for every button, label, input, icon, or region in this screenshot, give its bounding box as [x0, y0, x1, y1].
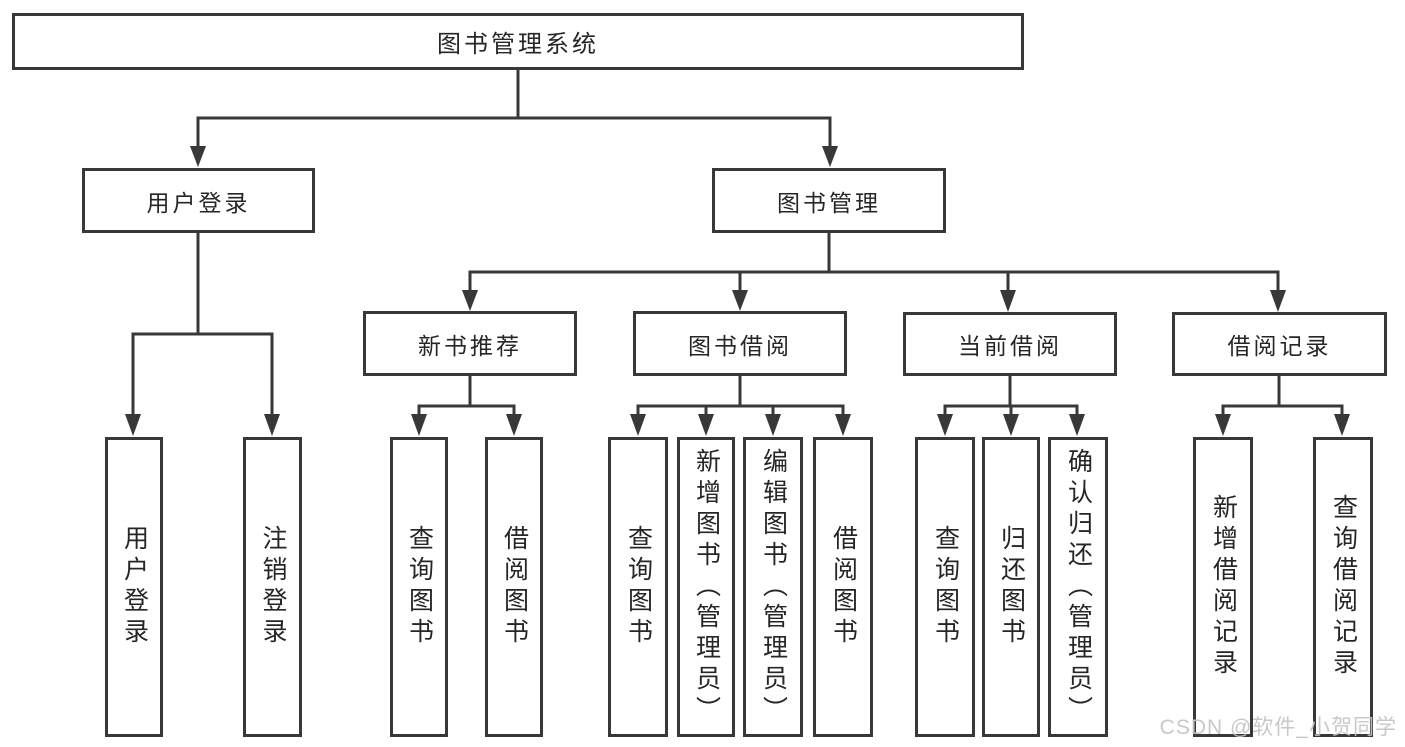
arrowhead-user-login	[190, 146, 206, 167]
arrowhead-nb-query	[411, 414, 427, 436]
arrowhead-bb-borrow	[835, 414, 851, 436]
arrowhead-book-mgmt	[822, 146, 838, 167]
arrowhead-leaf-login	[125, 414, 141, 436]
node-leaf-nb-borrow-books: 借阅图书	[485, 437, 543, 737]
arrowhead-current-borrow	[1000, 290, 1016, 312]
node-leaf-br-add-record: 新增借阅记录	[1193, 437, 1253, 737]
node-user-login: 用户登录	[82, 168, 315, 233]
node-new-book-recommend: 新书推荐	[363, 311, 577, 376]
node-label: 查询图书	[931, 525, 960, 649]
node-leaf-br-query-record: 查询借阅记录	[1313, 437, 1373, 737]
arrowhead-book-borrow	[732, 290, 748, 311]
node-borrow-records: 借阅记录	[1172, 312, 1387, 376]
csdn-watermark: CSDN @软件_小贺同学	[1159, 716, 1397, 739]
node-label: 借阅图书	[500, 525, 529, 649]
node-book-borrow: 图书借阅	[633, 311, 847, 376]
arrowhead-cb-confirm	[1069, 414, 1085, 436]
arrowhead-br-query	[1334, 414, 1350, 436]
node-leaf-bb-query-books: 查询图书	[608, 437, 668, 737]
arrowhead-bb-edit	[765, 414, 781, 436]
node-leaf-cb-query-books: 查询图书	[915, 437, 975, 737]
node-label: 查询借阅记录	[1329, 494, 1358, 680]
node-label: 确认归还（管理员）	[1064, 447, 1093, 727]
node-leaf-bb-add-books-admin: 新增图书（管理员）	[677, 437, 735, 737]
node-leaf-user-login: 用户登录	[105, 437, 163, 737]
node-leaf-logout: 注销登录	[243, 437, 302, 737]
arrowhead-cb-return	[1003, 414, 1019, 436]
node-label: 查询图书	[405, 525, 434, 649]
node-leaf-bb-borrow-books: 借阅图书	[813, 437, 873, 737]
arrowhead-bb-query	[630, 414, 646, 436]
arrowhead-borrow-records	[1270, 290, 1286, 312]
node-book-mgmt: 图书管理	[712, 168, 946, 233]
node-label: 注销登录	[259, 525, 287, 649]
node-leaf-bb-edit-books-admin: 编辑图书（管理员）	[743, 437, 803, 737]
node-root: 图书管理系统	[12, 13, 1024, 70]
node-label: 借阅图书	[829, 525, 858, 649]
arrowhead-nb-borrow	[506, 414, 522, 436]
node-label: 新增图书（管理员）	[692, 447, 721, 727]
node-leaf-cb-confirm-return-admin: 确认归还（管理员）	[1048, 437, 1108, 737]
node-label: 编辑图书（管理员）	[759, 447, 788, 727]
node-leaf-cb-return-books: 归还图书	[982, 437, 1040, 737]
arrowhead-new-book	[462, 290, 478, 311]
arrowhead-bb-add	[698, 414, 714, 436]
node-current-borrow: 当前借阅	[903, 312, 1117, 376]
arrowhead-leaf-logout	[264, 414, 280, 436]
node-leaf-nb-query-books: 查询图书	[390, 437, 448, 737]
node-label: 归还图书	[997, 525, 1026, 649]
node-label: 查询图书	[624, 525, 653, 649]
arrowhead-br-add	[1215, 414, 1231, 436]
arrowhead-cb-query	[937, 414, 953, 436]
node-label: 新增借阅记录	[1209, 494, 1238, 680]
node-label: 用户登录	[120, 525, 149, 649]
